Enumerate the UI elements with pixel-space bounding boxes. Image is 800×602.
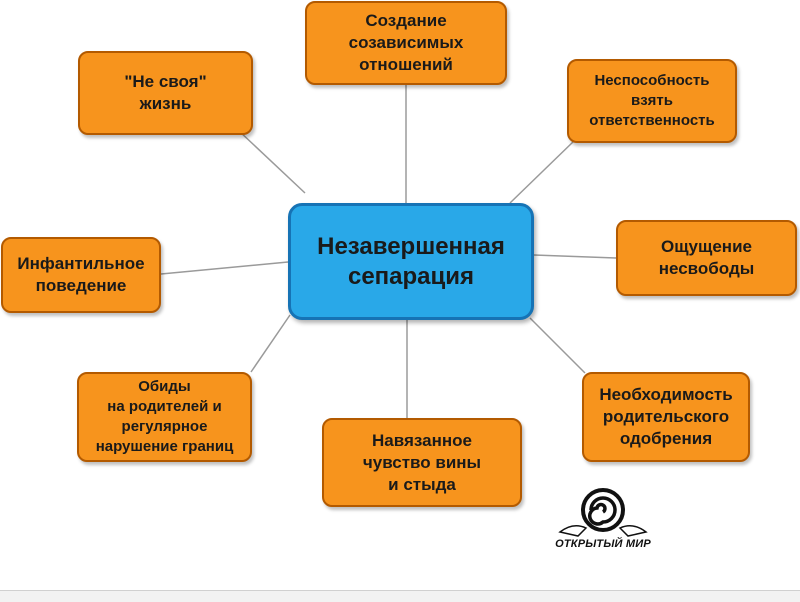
node-responsibility: Неспособность взять ответственность	[567, 59, 737, 143]
open-world-logo: ОТКРЫТЫЙ МИР	[548, 486, 658, 556]
node-codependent-relations: Создание созависимых отношений	[305, 1, 507, 85]
spiral-icon	[558, 488, 648, 537]
central-node: Незавершенная сепарация	[288, 203, 534, 320]
node-guilt-shame: Навязанное чувство вины и стыда	[322, 418, 522, 507]
node-unfreedom: Ощущение несвободы	[616, 220, 797, 296]
connector-not-own-life	[237, 129, 306, 194]
connector-unfreedom	[533, 254, 617, 259]
connector-approval	[529, 317, 586, 374]
logo-text: ОТКРЫТЫЙ МИР	[555, 538, 651, 550]
connector-infantile	[160, 261, 289, 275]
node-parental-approval: Необходимость родительского одобрения	[582, 372, 750, 462]
node-infantile-behavior: Инфантильное поведение	[1, 237, 161, 313]
node-resentment: Обиды на родителей и регулярное нарушени…	[77, 372, 252, 462]
connector-responsibility	[509, 139, 576, 204]
bottom-edge	[0, 590, 800, 602]
node-not-own-life: "Не своя" жизнь	[78, 51, 253, 135]
connector-resentment	[250, 314, 291, 373]
